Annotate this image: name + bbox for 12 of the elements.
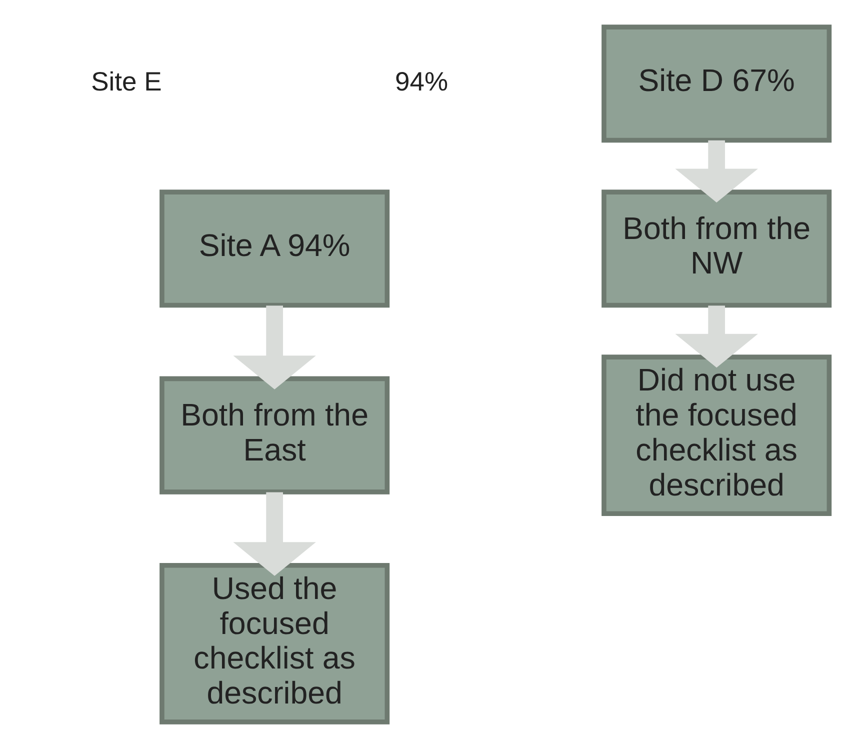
arrow (232, 306, 316, 390)
arrow (674, 140, 758, 203)
label: 94% (394, 66, 448, 96)
node-box: Site D 67% (601, 24, 832, 143)
label: Site E (90, 66, 162, 96)
arrow (674, 306, 758, 368)
node-box: Both from the NW (601, 190, 832, 308)
node-box: Site A 94% (159, 190, 390, 308)
node-box: Used the focused checklist as described (159, 562, 390, 724)
arrow (232, 492, 316, 576)
node-box: Did not use the focused checklist as described (601, 354, 832, 516)
node-box: Both from the East (159, 376, 390, 494)
